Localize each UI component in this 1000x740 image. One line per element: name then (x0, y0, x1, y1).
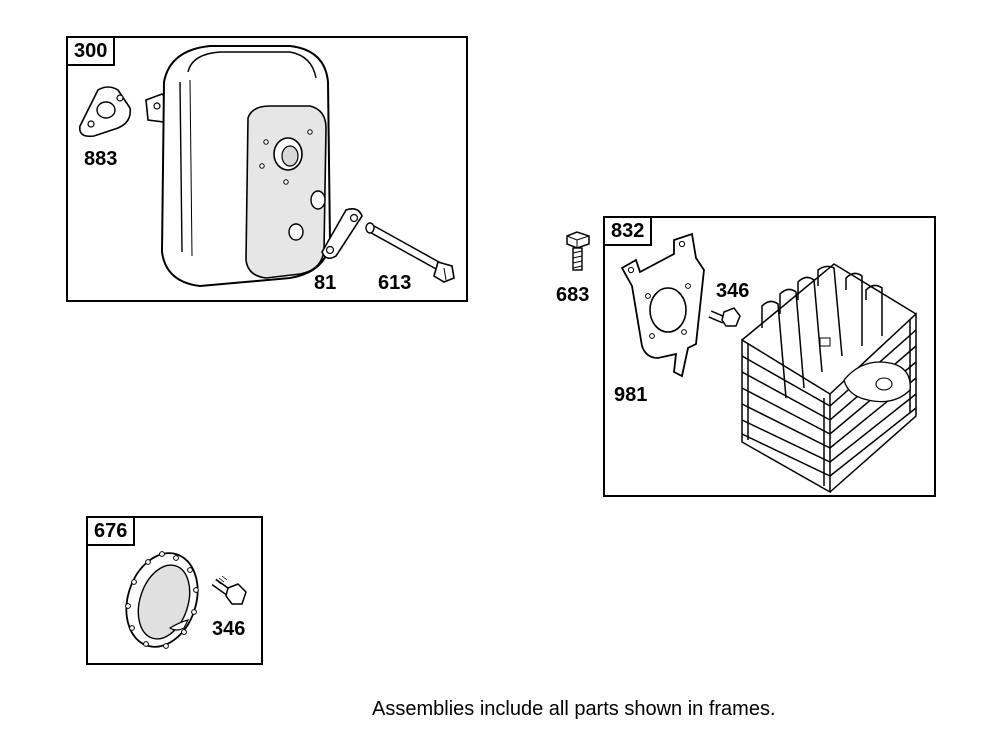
assembly-number-300: 300 (66, 36, 116, 66)
bolt-icon (211, 575, 247, 605)
gasket-icon (78, 86, 132, 138)
part-label-883: 883 (84, 148, 118, 170)
muffler-icon (145, 45, 332, 288)
part-label-81: 81 (314, 272, 337, 294)
part-label-981: 981 (614, 384, 648, 406)
part-label-346: 346 (716, 280, 750, 302)
bracket-icon (620, 232, 705, 378)
bolt-icon (566, 231, 590, 271)
footnote: Assemblies include all parts shown in fr… (372, 698, 776, 720)
bolt-icon (365, 222, 455, 283)
part-label-683: 683 (556, 284, 590, 306)
part-label-346: 346 (212, 618, 246, 640)
gasket-icon (321, 208, 363, 260)
bolt-icon (708, 307, 741, 327)
part-label-613: 613 (378, 272, 412, 294)
deflector-icon (125, 551, 199, 649)
assembly-number-832: 832 (603, 216, 653, 246)
muffler-guard-icon (741, 263, 917, 494)
assembly-number-676: 676 (86, 516, 136, 546)
